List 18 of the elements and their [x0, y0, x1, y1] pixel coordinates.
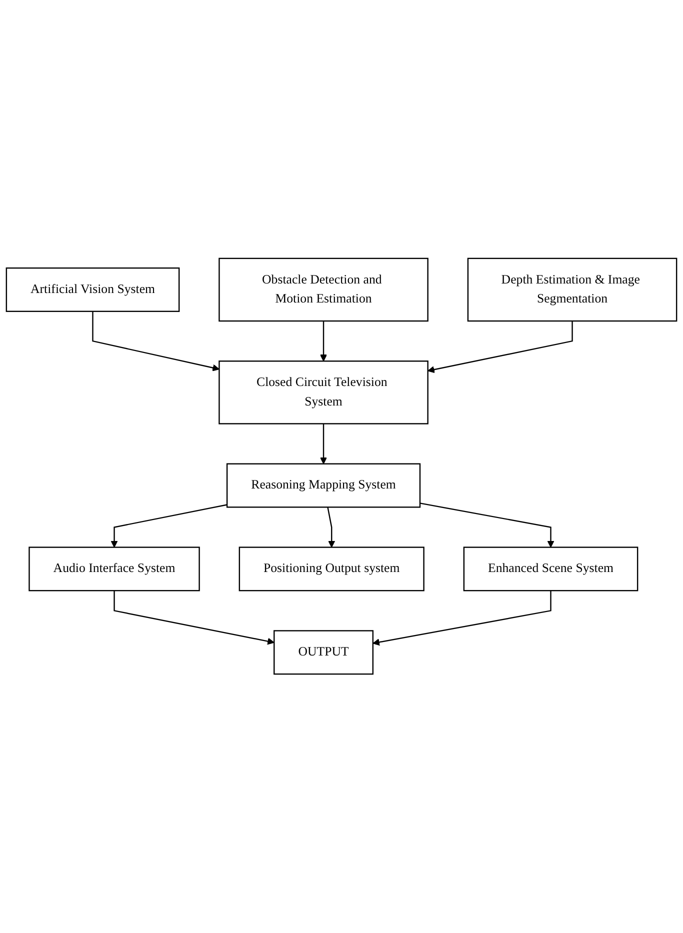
arrow: [428, 321, 573, 374]
arrow: [114, 590, 274, 646]
node-box: Positioning Output system: [238, 546, 424, 592]
arrow: [320, 321, 328, 362]
node-box: Artificial Vision System: [6, 268, 180, 312]
node-box: Depth Estimation & Image Segmentation: [467, 258, 678, 322]
node-box: Obstacle Detection and Motion Estimation: [218, 258, 428, 322]
arrow: [92, 312, 220, 372]
arrow: [320, 424, 328, 464]
node-box: OUTPUT: [274, 630, 374, 675]
node-box: Reasoning Mapping System: [226, 463, 421, 508]
node-box: Audio Interface System: [28, 546, 200, 592]
arrow: [420, 502, 554, 548]
node-box: Closed Circuit Television System: [218, 360, 428, 425]
node-box: Enhanced Scene System: [463, 546, 638, 592]
arrow: [372, 590, 552, 646]
arrow: [110, 504, 228, 548]
arrow: [327, 507, 336, 548]
